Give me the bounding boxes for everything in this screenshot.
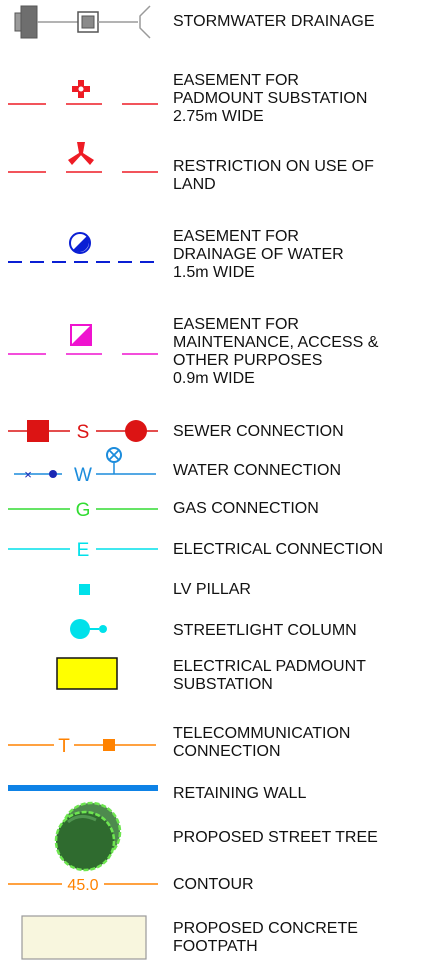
telecom-connection-symbol: T: [8, 736, 156, 757]
legend-label-street-tree: PROPOSED STREET TREE: [173, 829, 378, 846]
water-x-marker: ×: [24, 467, 32, 482]
contour-symbol: 45.0: [8, 877, 158, 894]
water-connection-letter: W: [74, 465, 92, 486]
legend-label-telecom: TELECOMMUNICATION CONNECTION: [173, 725, 351, 760]
legend-label-sewer: SEWER CONNECTION: [173, 423, 344, 440]
water-connection-symbol: × W: [14, 447, 156, 486]
legend-label-water: WATER CONNECTION: [173, 462, 341, 479]
gas-connection-letter: G: [76, 500, 91, 521]
street-tree-symbol: [54, 801, 122, 872]
stormwater-drainage-symbol: [14, 5, 151, 39]
legend-label-padmount-substation: ELECTRICAL PADMOUNT SUBSTATION: [173, 658, 366, 693]
legend-label-gas: GAS CONNECTION: [173, 500, 319, 517]
gas-connection-symbol: G: [8, 500, 158, 521]
electrical-connection-letter: E: [77, 540, 90, 561]
streetlight-column-symbol: [70, 619, 107, 639]
legend-label-drainage-easement: EASEMENT FOR DRAINAGE OF WATER 1.5m WIDE: [173, 228, 344, 281]
electrical-connection-symbol: E: [8, 540, 158, 561]
water-valve-icon: [106, 447, 122, 463]
legend-label-streetlight: STREETLIGHT COLUMN: [173, 622, 357, 639]
padmount-substation-symbol: [56, 657, 118, 690]
retaining-wall-symbol: [8, 785, 158, 791]
legend-label-retaining-wall: RETAINING WALL: [173, 785, 307, 802]
sewer-connection-symbol: S: [8, 420, 158, 443]
drainage-easement-icon: [69, 232, 91, 254]
legend-label-contour: CONTOUR: [173, 876, 254, 893]
padmount-easement-icon: [72, 80, 90, 98]
legend-label-lv-pillar: LV PILLAR: [173, 581, 251, 598]
restriction-symbol: [8, 142, 158, 173]
legend-label-stormwater: STORMWATER DRAINAGE: [173, 13, 375, 30]
legend-label-footpath: PROPOSED CONCRETE FOOTPATH: [173, 920, 358, 955]
contour-value: 45.0: [67, 877, 98, 894]
concrete-footpath-symbol: [21, 915, 147, 960]
legend-label-padmount-easement: EASEMENT FOR PADMOUNT SUBSTATION 2.75m W…: [173, 72, 368, 125]
sewer-connection-letter: S: [77, 422, 90, 443]
legend-label-electrical: ELECTRICAL CONNECTION: [173, 541, 384, 558]
padmount-easement-symbol: [8, 80, 158, 105]
maintenance-easement-icon: [70, 324, 92, 346]
drainage-easement-symbol: [8, 232, 158, 263]
legend-label-maintenance-easement: EASEMENT FOR MAINTENANCE, ACCESS & OTHER…: [173, 316, 379, 387]
telecom-connection-letter: T: [58, 736, 70, 757]
lv-pillar-symbol: [79, 584, 90, 595]
maintenance-easement-symbol: [8, 324, 158, 355]
legend-label-restriction: RESTRICTION ON USE OF LAND: [173, 158, 374, 193]
restriction-icon: [68, 142, 94, 165]
